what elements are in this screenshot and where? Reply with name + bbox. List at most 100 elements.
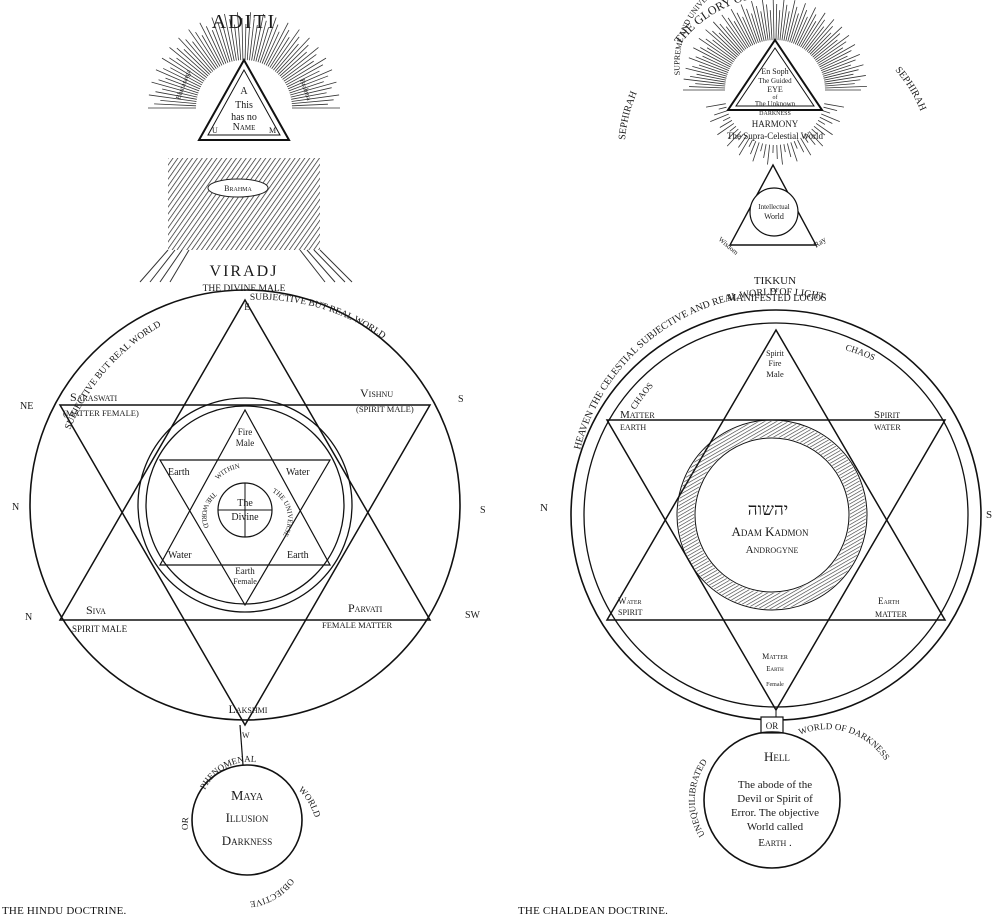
- chal-bot-1: Matter: [762, 652, 788, 661]
- ray-line: [696, 73, 727, 81]
- hindu-tri-line-3: has no: [231, 112, 257, 123]
- ray-line: [718, 106, 727, 110]
- hindu-tri-m: M: [269, 126, 276, 135]
- ray-line: [689, 86, 726, 89]
- ray-line: [158, 79, 199, 94]
- ray-line: [283, 60, 314, 82]
- ray-line: [730, 8, 752, 47]
- ray-line: [199, 22, 223, 66]
- hindu-outer-circle: [29, 289, 461, 721]
- ray-line: [705, 38, 736, 61]
- chal-world-dark: WORLD OF DARKNESS: [797, 721, 892, 762]
- ray-line: [693, 47, 731, 68]
- chal-tri-5: The Unknown: [755, 100, 796, 108]
- hindu-dir-ne: NE: [20, 401, 33, 412]
- chal-hebrew: יהשוה: [748, 500, 788, 519]
- ray-line: [811, 26, 843, 57]
- ray-line: [727, 128, 739, 139]
- chal-adam: Adam Kadmon: [731, 524, 809, 539]
- chaldean-glory-rays: [683, 0, 867, 165]
- ray-line: [779, 144, 783, 165]
- ray-line: [267, 29, 290, 67]
- ray-line: [222, 26, 233, 62]
- ray-line: [725, 26, 745, 51]
- ray-line: [688, 57, 729, 73]
- hindu-tri-line-1: A: [240, 86, 248, 97]
- chal-tri-4: of: [773, 94, 778, 101]
- chal-matter-r: MATTER: [875, 610, 908, 619]
- chaldean-top-triangle: [726, 38, 824, 111]
- hindu-or: OR: [180, 817, 191, 830]
- ray-line: [211, 17, 229, 63]
- chal-hell-3: Error. The objective: [731, 807, 819, 819]
- ray-line: [800, 137, 812, 156]
- hindu-water-right: Water: [286, 467, 310, 478]
- ray-line: [185, 39, 214, 72]
- ray-line: [224, 13, 235, 62]
- ray-line: [154, 103, 197, 107]
- ray-line: [702, 55, 730, 70]
- ray-line: [237, 12, 242, 61]
- ray-line: [700, 47, 732, 66]
- ray-line: [808, 25, 834, 54]
- ray-line: [289, 81, 324, 94]
- ray-line: [253, 13, 264, 62]
- hindu-inner-circle-1: [137, 397, 353, 613]
- ray-line: [824, 75, 866, 83]
- hindu-objective: OBJECTIVE: [249, 877, 297, 910]
- chal-or: OR: [766, 721, 779, 731]
- ray-line: [274, 43, 299, 72]
- hindu-fire: Fire: [238, 427, 253, 437]
- ray-line: [285, 64, 324, 86]
- ray-line: [813, 39, 838, 60]
- chaldean-outer-circle-2: [583, 322, 969, 708]
- hindu-glory-rays: [148, 12, 340, 109]
- ray-line: [273, 36, 300, 71]
- ray-line: [824, 83, 855, 87]
- hindu-dir-n-low: N: [25, 612, 32, 623]
- ray-line: [816, 41, 847, 63]
- chal-tikkun: TIKKUN: [754, 275, 796, 287]
- chal-harmony: HARMONY: [752, 119, 799, 129]
- hindu-world-in: THE WORLD: [200, 490, 218, 529]
- ray-line: [261, 24, 279, 64]
- ray-line: [719, 120, 733, 128]
- hindu-arc-right: SUBJECTIVE BUT REAL WORLD: [250, 293, 388, 342]
- ray-line: [822, 64, 852, 75]
- hindu-top-triangle: [197, 57, 291, 141]
- ray-line: [685, 67, 727, 79]
- ray-line: [822, 64, 864, 77]
- chal-spirit-l: SPIRIT: [618, 608, 643, 617]
- ray-line: [824, 79, 861, 85]
- hindu-saraswati: Saraswati: [70, 390, 117, 404]
- ray-line: [819, 50, 852, 68]
- chal-dir-n: N: [540, 502, 548, 514]
- ray-line: [814, 35, 850, 61]
- ray-line: [683, 78, 726, 85]
- hindu-earth-left: Earth: [168, 467, 190, 478]
- ray-line: [155, 69, 201, 90]
- ray-line: [808, 131, 824, 147]
- ray-line: [695, 83, 726, 87]
- ray-line: [820, 55, 848, 70]
- ray-line: [217, 21, 231, 63]
- hindu-caption: THE HINDU DOCTRINE.: [2, 905, 127, 917]
- ray-line: [169, 47, 208, 79]
- ray-line: [183, 48, 210, 75]
- hindu-small-triangle-up: [158, 408, 332, 566]
- ray-line: [721, 14, 747, 50]
- ray-line: [241, 18, 244, 61]
- ray-line: [246, 12, 251, 61]
- ray-line: [776, 144, 778, 159]
- ray-line: [695, 56, 730, 72]
- ray-line: [781, 4, 788, 41]
- ray-line: [278, 44, 309, 75]
- chal-manifested: MANIFESTED LOGOS: [727, 293, 826, 304]
- hindu-earth-bottom: Earth: [235, 566, 255, 576]
- ray-line: [714, 110, 728, 116]
- ray-line: [790, 142, 798, 162]
- ray-line: [211, 30, 227, 64]
- ray-line: [282, 54, 317, 80]
- chal-top-3: Male: [766, 369, 784, 379]
